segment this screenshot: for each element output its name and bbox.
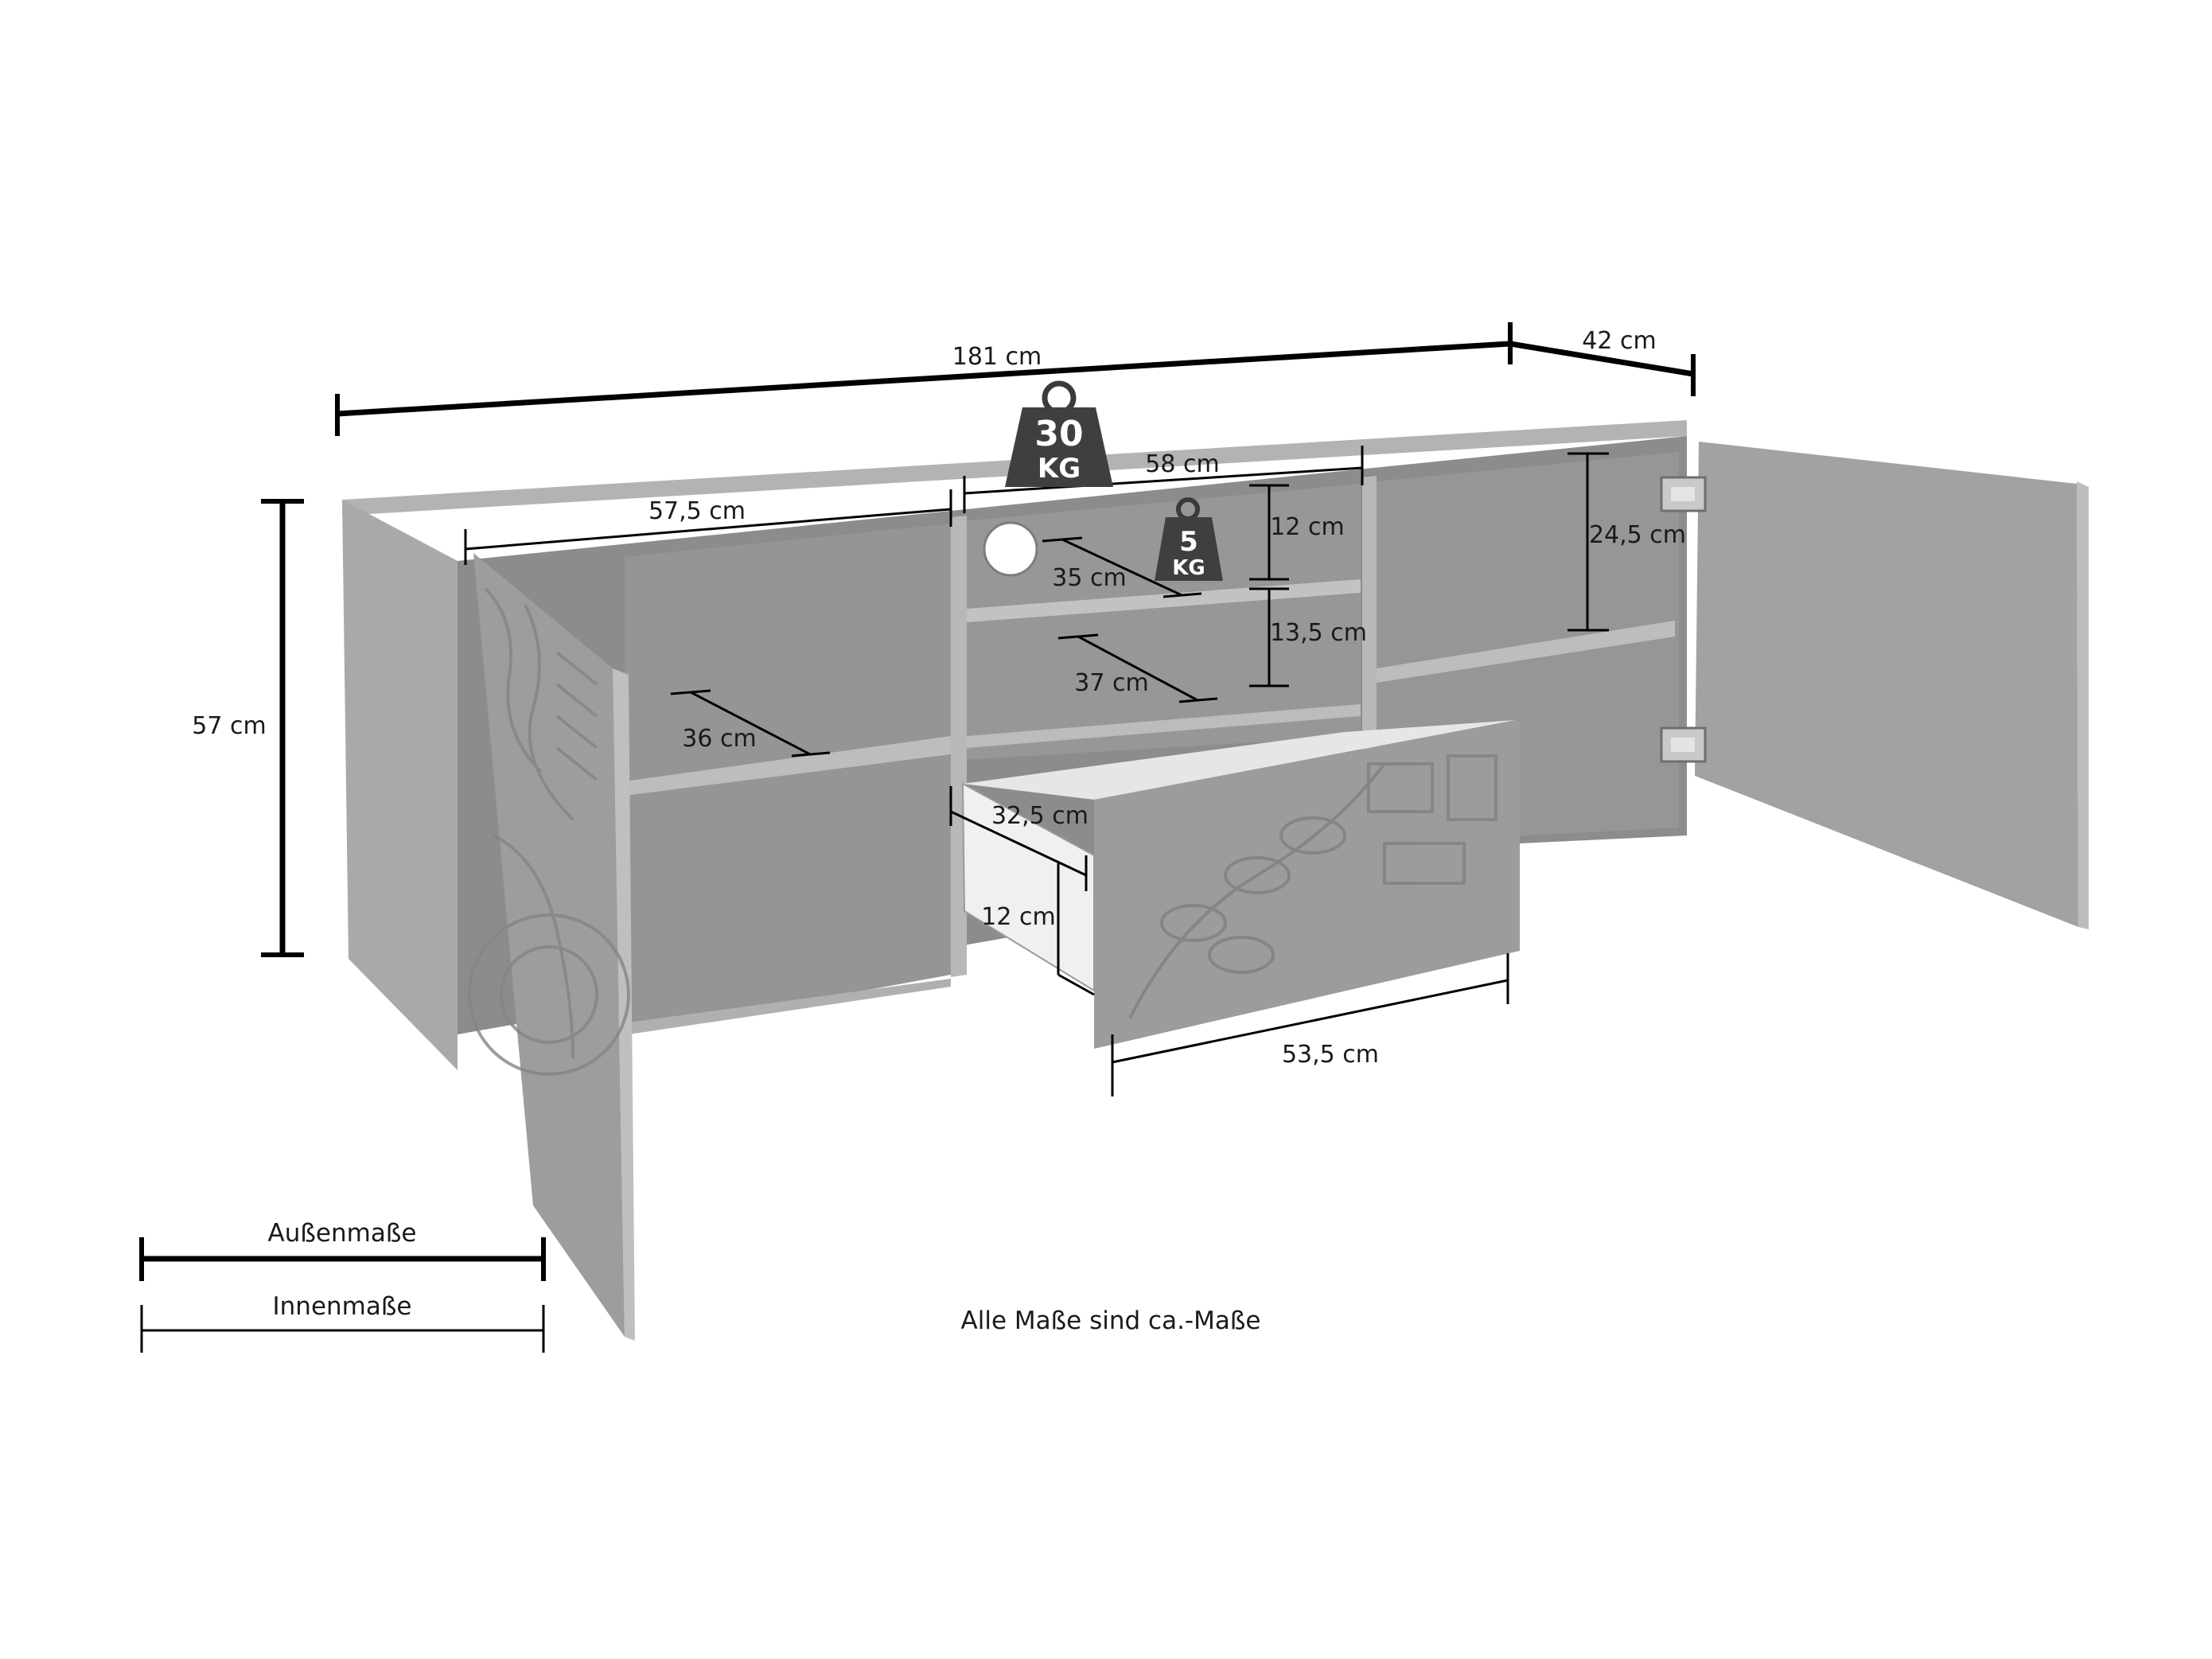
weight-5kg-unit: KG [1172, 556, 1205, 580]
weight-5kg-value: 5 [1179, 526, 1198, 558]
weight-30kg-value: 30 [1034, 414, 1083, 454]
left-compartment-interior [625, 524, 951, 1034]
label-middle-upper-depth: 35 cm [1052, 564, 1126, 592]
dimension-lines [261, 322, 1696, 1096]
legend: Außenmaße Innenmaße [139, 1219, 546, 1353]
dimension-labels: 181 cm 42 cm 57 cm 57,5 cm 58 cm 12 cm 1… [192, 327, 1686, 1069]
dim-line-left-width [465, 508, 952, 551]
label-drawer-height: 12 cm [981, 903, 1055, 931]
cabinet-left-side [342, 500, 458, 1070]
dim-line-middle-width [964, 466, 1363, 495]
right-door [1660, 442, 2089, 929]
weight-badge-30kg: 30 KG [1005, 380, 1113, 487]
drawer [961, 720, 1520, 1049]
left-door-pattern [468, 587, 630, 1076]
middle-compartment-interior [963, 484, 1361, 760]
label-middle-lower-depth: 37 cm [1074, 669, 1148, 697]
label-middle-upper-height: 12 cm [1270, 513, 1344, 541]
cable-hole [983, 521, 1038, 577]
label-drawer-depth: 32,5 cm [991, 802, 1088, 830]
label-middle-width-text: 58 cm [1145, 450, 1219, 478]
dim-line-drawer-depth [950, 810, 1087, 877]
cabinet-bottom [629, 979, 951, 1034]
label-right-height: 24,5 cm [1589, 521, 1686, 549]
hinge-upper [1660, 476, 1707, 512]
left-shelf [625, 736, 951, 796]
hinge-lower [1660, 726, 1707, 763]
weight-badge-5kg: 5 KG [1155, 497, 1223, 581]
right-shelf [1377, 621, 1675, 683]
weight-30kg-unit: KG [1038, 453, 1081, 485]
legend-outer-label: Außenmaße [268, 1219, 417, 1248]
approx-dimensions-note: Alle Maße sind ca.-Maße [961, 1307, 1261, 1335]
drawer-front [1094, 720, 1520, 1049]
middle-shelf-lower [967, 704, 1361, 748]
label-height: 57 cm [192, 712, 266, 740]
label-left-width: 57,5 cm [648, 497, 746, 525]
label-drawer-width: 53,5 cm [1282, 1041, 1379, 1069]
weight-30kg-icon [1005, 407, 1113, 487]
legend-inner-label: Innenmaße [273, 1292, 412, 1321]
dim-line-left-shelf-depth [690, 691, 811, 756]
right-door-panel [1695, 442, 2078, 927]
drawer-box-top [963, 720, 1516, 800]
dim-line-depth [1509, 341, 1694, 377]
label-total-width: 181 cm [952, 343, 1042, 371]
dim-line-middle-upper-depth [1061, 538, 1182, 597]
right-door-edge [2077, 481, 2089, 929]
left-door-edge [613, 668, 635, 1341]
weight-5kg-icon [1155, 517, 1223, 581]
divider-left-middle [951, 516, 967, 977]
label-middle-lower-height: 13,5 cm [1270, 619, 1367, 647]
label-left-shelf-depth: 36 cm [682, 725, 756, 753]
drawer-front-pattern [1128, 754, 1497, 1019]
left-door-panel [473, 553, 625, 1337]
dim-line-middle-lower-depth [1077, 635, 1198, 702]
label-depth: 42 cm [1582, 327, 1656, 355]
dim-line-total-width [337, 341, 1511, 417]
left-door [468, 553, 635, 1341]
dim-line-drawer-width [1112, 979, 1509, 1064]
